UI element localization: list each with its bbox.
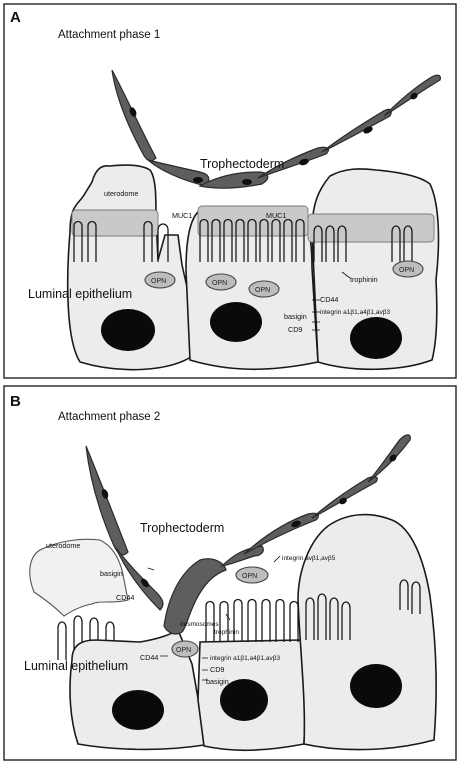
trophectoderm-label-a: Trophectoderm (200, 157, 284, 171)
luminal-epithelium-label-b: Luminal epithelium (24, 659, 128, 673)
opn-label-a4: OPN (399, 267, 414, 274)
opn-label-a2: OPN (212, 280, 227, 287)
cd9-label-a: CD9 (288, 325, 302, 334)
cd44-top-label-b: CD44 (116, 593, 134, 602)
cd44-label-b: CD44 (140, 653, 158, 662)
cd9-label-b: CD9 (210, 665, 224, 674)
cd44-label-a: CD44 (320, 295, 338, 304)
basigin-label-a: basigin (284, 312, 307, 321)
trophinin-label-a: trophinin (350, 275, 378, 284)
panel-a-letter: A (10, 9, 21, 26)
panel-a: A Attachment phase 1 (4, 4, 456, 378)
nucleus-middle-a (210, 302, 262, 342)
integrin-label-b: integrin a1β1,a4β1,avβ3 (210, 655, 281, 662)
integrin-label-a: integrin a1β1,a4β1,avβ3 (320, 309, 391, 316)
trophinin-label-b: trophinin (214, 629, 239, 636)
nucleus-right-b (350, 664, 402, 708)
basigin-label-b: basigin (206, 677, 229, 686)
uterodome-label-a: uterodome (104, 189, 138, 198)
nucleus-right-a (350, 317, 402, 359)
desmosomes-label-b: desmosomes (180, 621, 219, 628)
trophectoderm-label-b: Trophectoderm (140, 521, 224, 535)
nucleus-left-a (101, 309, 155, 351)
nucleus-left-b (112, 690, 164, 730)
opn-label-a3: OPN (255, 287, 270, 294)
panel-a-phase-title: Attachment phase 1 (58, 29, 160, 41)
panel-b: B Attachment phase 2 OP (4, 386, 456, 760)
epithelial-cell-right-b (298, 515, 436, 750)
opn-label-b2: OPN (176, 647, 191, 654)
basigin-top-label-b: basigin (100, 569, 123, 578)
muc1-label-left-a: MUC1 (172, 211, 192, 220)
opn-label-b1: OPN (242, 573, 257, 580)
muc1-label-right-a: MUC1 (266, 211, 286, 220)
panel-b-letter: B (10, 393, 21, 410)
integrin-top-label-b: integrin avβ1,avβ5 (282, 555, 336, 562)
panel-b-phase-title: Attachment phase 2 (58, 411, 160, 423)
opn-label-a1: OPN (151, 278, 166, 285)
uterodome-label-b: uterodome (46, 541, 80, 550)
luminal-epithelium-label-a: Luminal epithelium (28, 287, 132, 301)
